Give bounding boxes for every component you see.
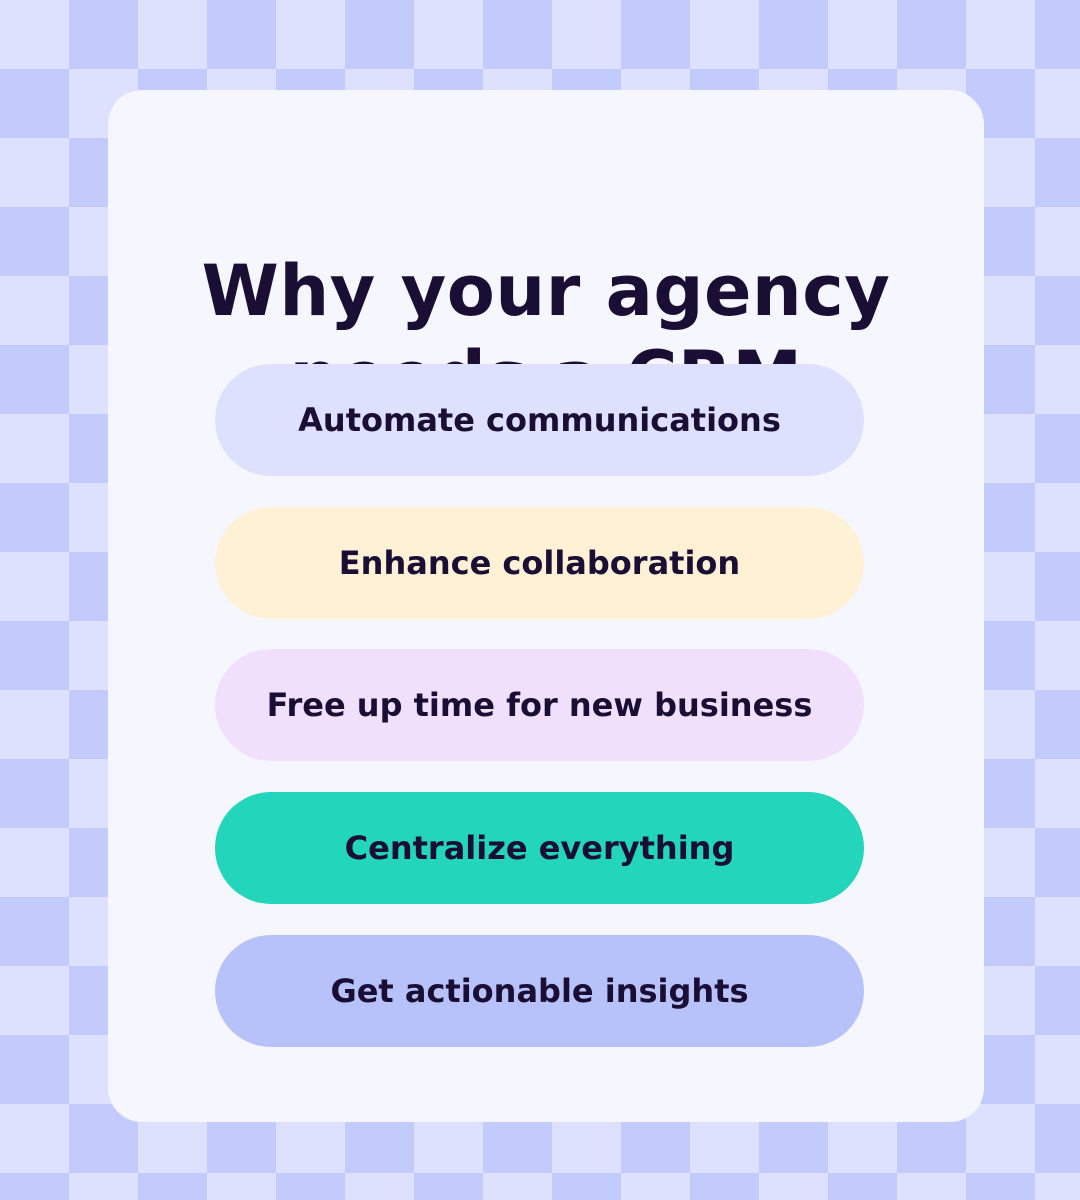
reason-pill-enhance-collaboration: Enhance collaboration: [215, 507, 864, 619]
reason-pill-centralize-everything: Centralize everything: [215, 792, 864, 904]
reason-pill-free-up-time: Free up time for new business: [215, 649, 864, 761]
title-line-1: Why your agency: [201, 250, 891, 332]
reason-pill-actionable-insights: Get actionable insights: [215, 935, 864, 1047]
info-card: Why your agency needs a CRM Automate com…: [108, 90, 984, 1122]
reason-pill-automate-communications: Automate communications: [215, 364, 864, 476]
